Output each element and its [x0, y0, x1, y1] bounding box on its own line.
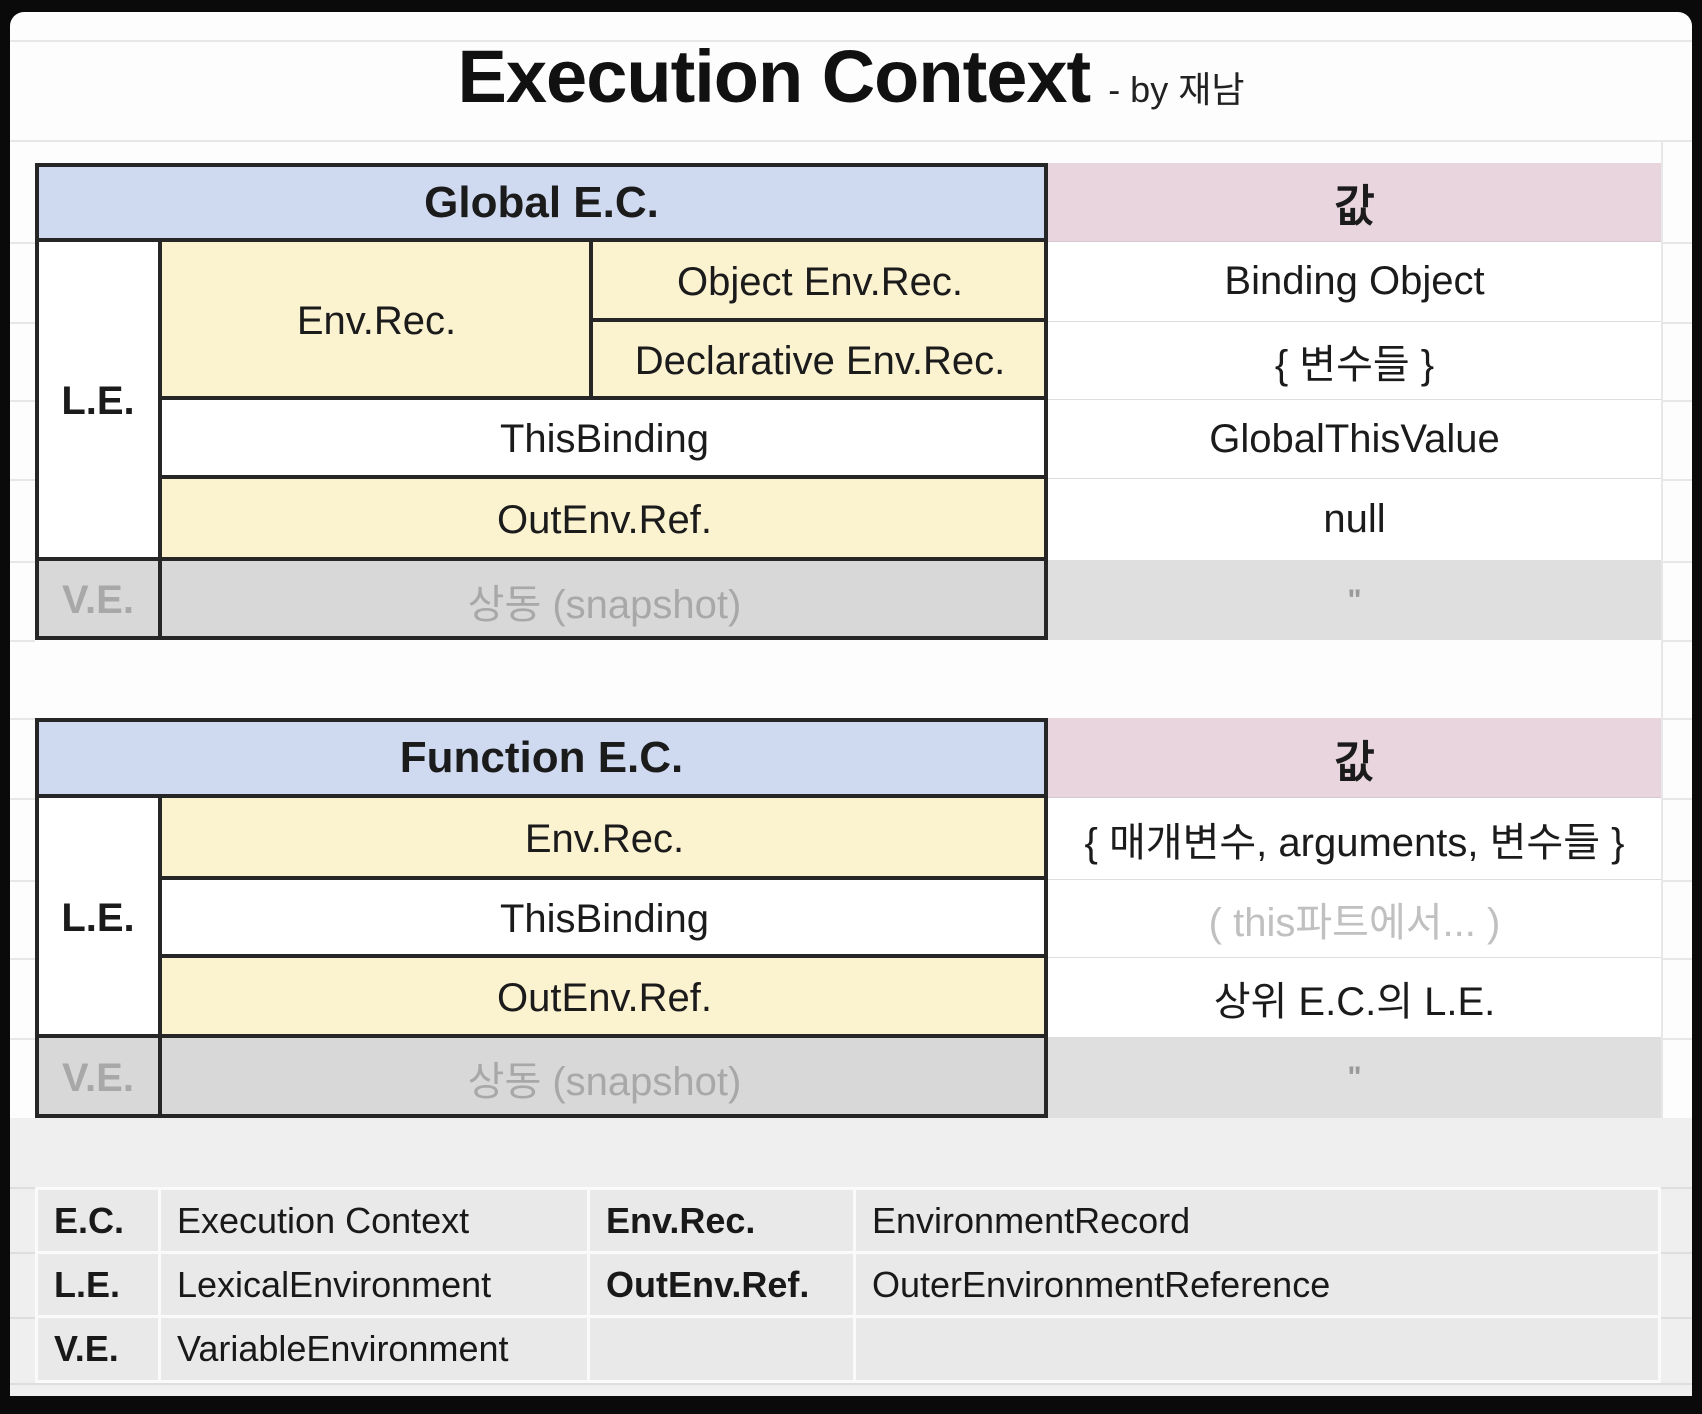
global-value-header: 값	[1048, 163, 1661, 242]
sheet-gridline	[1661, 958, 1692, 960]
table-border-line	[35, 238, 1048, 242]
function-this-binding-cell: ThisBinding	[161, 880, 1048, 958]
legend-definition: LexicalEnvironment	[161, 1254, 587, 1315]
legend-abbr: OutEnv.Ref.	[590, 1254, 853, 1315]
table-border-line	[161, 876, 1048, 880]
table-border-line	[161, 475, 1048, 479]
sheet-gridline	[1661, 880, 1692, 882]
global-value-ve-ditto: "	[1048, 561, 1661, 640]
global-declarative-env-rec-cell: Declarative Env.Rec.	[592, 322, 1048, 400]
sheet-gridline	[1661, 322, 1692, 324]
legend-abbr: L.E.	[38, 1254, 158, 1315]
global-ve-cell: V.E.	[35, 561, 161, 640]
sheet-gridline	[1661, 798, 1692, 800]
sheet-gridline	[10, 1383, 1692, 1385]
legend-definition: VariableEnvironment	[161, 1318, 587, 1380]
sheet-gridline	[10, 640, 35, 642]
sheet-gridline	[10, 1038, 35, 1040]
global-this-binding-cell: ThisBinding	[161, 400, 1048, 479]
sheet-gridline	[10, 479, 35, 481]
table-border-line	[161, 954, 1048, 958]
global-value-outenv: null	[1048, 479, 1661, 561]
global-out-env-ref-cell: OutEnv.Ref.	[161, 479, 1048, 561]
sheet-gridline	[1661, 561, 1692, 563]
global-value-variables: { 변수들 }	[1048, 322, 1661, 400]
legend-definition	[856, 1318, 1658, 1380]
sheet-gridline	[1661, 479, 1692, 481]
sheet-gridline	[1661, 242, 1692, 244]
table-border-line	[35, 557, 1048, 561]
function-value-outenv: 상위 E.C.의 L.E.	[1048, 958, 1661, 1038]
legend-abbr: Env.Rec.	[590, 1190, 853, 1251]
sheet-gridline-vertical	[1661, 140, 1663, 1118]
legend-abbr: E.C.	[38, 1190, 158, 1251]
table-border-line	[161, 396, 1048, 400]
global-value-this: GlobalThisValue	[1048, 400, 1661, 479]
function-le-cell: L.E.	[35, 798, 161, 1038]
legend-definition: EnvironmentRecord	[856, 1190, 1658, 1251]
title-byline: - by 재남	[1108, 69, 1245, 110]
function-out-env-ref-cell: OutEnv.Ref.	[161, 958, 1048, 1038]
sheet-gridline	[10, 561, 35, 563]
sheet-gridline	[10, 40, 1692, 42]
function-env-rec-cell: Env.Rec.	[161, 798, 1048, 880]
sheet-gridline	[10, 880, 35, 882]
global-ec-header: Global E.C.	[35, 163, 1048, 242]
sheet-gridline	[1661, 400, 1692, 402]
global-object-env-rec-cell: Object Env.Rec.	[592, 242, 1048, 322]
letterbox-top	[0, 0, 1702, 12]
sheet-gridline	[10, 718, 35, 720]
sheet-gridline	[1661, 640, 1692, 642]
table-border-line	[35, 794, 1048, 798]
sheet-gridline	[1661, 718, 1692, 720]
legend-abbr	[590, 1318, 853, 1380]
table-border-line	[158, 242, 162, 640]
sheet-gridline	[10, 400, 35, 402]
function-ve-text-cell: 상동 (snapshot)	[161, 1038, 1048, 1118]
global-env-rec-cell: Env.Rec.	[161, 242, 592, 400]
table-border-line	[35, 1034, 1048, 1038]
letterbox-right	[1692, 0, 1702, 1414]
sheet-gridline	[10, 798, 35, 800]
function-ec-header: Function E.C.	[35, 718, 1048, 798]
sheet-gridline	[10, 958, 35, 960]
function-value-this: ( this파트에서... )	[1048, 880, 1661, 958]
table-border-line	[592, 318, 1048, 322]
function-value-ve-ditto: "	[1048, 1038, 1661, 1118]
function-value-envrec: { 매개변수, arguments, 변수들 }	[1048, 798, 1661, 880]
page-title: Execution Context - by 재남	[10, 34, 1692, 130]
global-value-binding-object: Binding Object	[1048, 242, 1661, 322]
global-ve-text-cell: 상동 (snapshot)	[161, 561, 1048, 640]
legend-abbr: V.E.	[38, 1318, 158, 1380]
function-value-header: 값	[1048, 718, 1661, 798]
legend-definition: OuterEnvironmentReference	[856, 1254, 1658, 1315]
letterbox-bottom	[0, 1396, 1702, 1414]
table-border-line	[589, 242, 593, 400]
letterbox-left	[0, 0, 10, 1414]
sheet-gridline	[1661, 1038, 1692, 1040]
sheet-gridline	[10, 140, 1692, 142]
table-border-line	[158, 798, 162, 1118]
title-text: Execution Context	[457, 35, 1092, 118]
global-le-cell: L.E.	[35, 242, 161, 561]
abbreviation-legend: E.C. Execution Context Env.Rec. Environm…	[35, 1187, 1661, 1383]
sheet-gridline	[10, 322, 35, 324]
legend-definition: Execution Context	[161, 1190, 587, 1251]
function-ve-cell: V.E.	[35, 1038, 161, 1118]
sheet-gridline	[10, 242, 35, 244]
